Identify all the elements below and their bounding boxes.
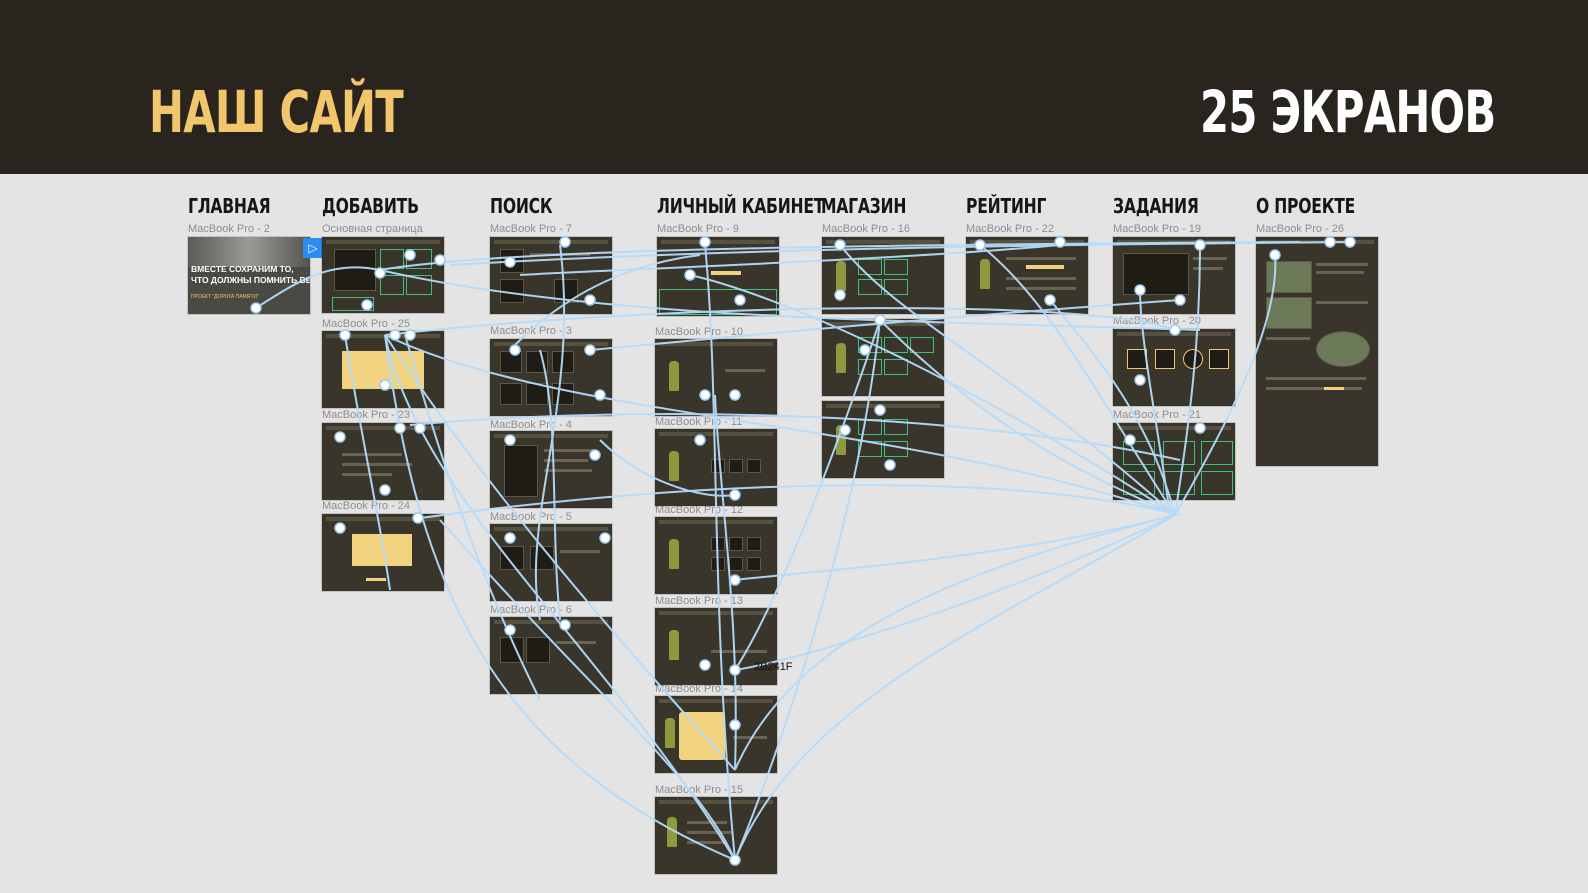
column-title-shop: МАГАЗИН bbox=[821, 194, 907, 218]
frame-label: MacBook Pro - 20 bbox=[1113, 315, 1202, 327]
header-bar: НАШ САЙТ 25 ЭКРАНОВ bbox=[0, 0, 1588, 174]
frame-about-26[interactable] bbox=[1256, 237, 1378, 466]
frame-tasks-19[interactable] bbox=[1113, 237, 1235, 314]
frame-add-main[interactable] bbox=[322, 237, 444, 313]
frame-tasks-21[interactable] bbox=[1113, 423, 1235, 500]
frame-account-13[interactable] bbox=[655, 608, 777, 685]
frame-label: MacBook Pro - 5 bbox=[490, 511, 572, 523]
frame-account-15[interactable] bbox=[655, 797, 777, 874]
frame-label: MacBook Pro - 10 bbox=[655, 326, 744, 338]
frame-account-11[interactable] bbox=[655, 429, 777, 506]
frame-account-12[interactable] bbox=[655, 517, 777, 594]
frame-main[interactable]: ВМЕСТЕ СОХРАНИМ ТО, ЧТО ДОЛЖНЫ ПОМНИТЬ В… bbox=[188, 237, 310, 314]
frame-search-3[interactable] bbox=[490, 339, 612, 416]
frame-label: MacBook Pro - 4 bbox=[490, 419, 572, 431]
frame-label: MacBook Pro - 11 bbox=[655, 416, 743, 428]
hero-line-1: ВМЕСТЕ СОХРАНИМ ТО, bbox=[191, 264, 294, 274]
frame-search-4[interactable] bbox=[490, 431, 612, 508]
frame-label: MacBook Pro - 9 bbox=[657, 223, 739, 235]
frame-shop-18[interactable] bbox=[822, 401, 944, 478]
frame-label: MacBook Pro - 13 bbox=[655, 595, 744, 607]
frame-label: MacBook Pro - 7 bbox=[490, 223, 572, 235]
frame-label: MacBook Pro - 19 bbox=[1113, 223, 1202, 235]
frame-label: Основная страница bbox=[322, 223, 423, 235]
frame-label: MacBook Pro - 2 bbox=[188, 223, 270, 235]
frame-account-10[interactable] bbox=[655, 339, 777, 416]
frame-tasks-20[interactable] bbox=[1113, 329, 1235, 406]
frame-account-9[interactable] bbox=[657, 237, 779, 316]
color-hex-label: 2B241F bbox=[754, 661, 793, 673]
frame-add-23[interactable] bbox=[322, 423, 444, 500]
column-title-add: ДОБАВИТЬ bbox=[322, 194, 419, 218]
frame-label: MacBook Pro - 23 bbox=[322, 409, 411, 421]
frame-label: MacBook Pro - 25 bbox=[322, 318, 411, 330]
frame-label: MacBook Pro - 24 bbox=[322, 500, 411, 512]
hero-caption: ПРОЕКТ "ДОРОГА ПАМЯТИ" bbox=[191, 294, 259, 300]
frame-label: MacBook Pro - 6 bbox=[490, 604, 572, 616]
frame-label: MacBook Pro - 16 bbox=[822, 223, 911, 235]
play-icon[interactable]: ▷ bbox=[303, 238, 323, 258]
column-title-main: ГЛАВНАЯ bbox=[188, 194, 271, 218]
frame-rating-22[interactable] bbox=[966, 237, 1088, 314]
frame-label: MacBook Pro - 3 bbox=[490, 325, 572, 337]
frame-search-7[interactable] bbox=[490, 237, 612, 314]
column-title-account: ЛИЧНЫЙ КАБИНЕТ bbox=[657, 194, 825, 218]
column-title-search: ПОИСК bbox=[490, 194, 553, 218]
column-title-rating: РЕЙТИНГ bbox=[966, 194, 1047, 218]
frame-label: MacBook Pro - 26 bbox=[1256, 223, 1345, 235]
frame-add-24[interactable] bbox=[322, 514, 444, 591]
frame-shop-17[interactable] bbox=[822, 319, 944, 396]
screen-count-title: 25 ЭКРАНОВ bbox=[1200, 78, 1496, 146]
column-title-about: О ПРОЕКТЕ bbox=[1256, 194, 1356, 218]
frame-label: MacBook Pro - 15 bbox=[655, 784, 744, 796]
frame-add-25[interactable] bbox=[322, 331, 444, 408]
hero-line-2: ЧТО ДОЛЖНЫ ПОМНИТЬ ВЕЧНО bbox=[191, 275, 310, 285]
column-title-tasks: ЗАДАНИЯ bbox=[1113, 194, 1199, 218]
hero-photo bbox=[188, 237, 310, 267]
site-title: НАШ САЙТ bbox=[149, 78, 404, 146]
frame-label: MacBook Pro - 21 bbox=[1113, 409, 1202, 421]
frame-shop-16[interactable] bbox=[822, 237, 944, 314]
frame-search-6[interactable] bbox=[490, 617, 612, 694]
frame-search-5[interactable] bbox=[490, 524, 612, 601]
frame-label: MacBook Pro - 22 bbox=[966, 223, 1055, 235]
frame-account-14[interactable] bbox=[655, 696, 777, 773]
